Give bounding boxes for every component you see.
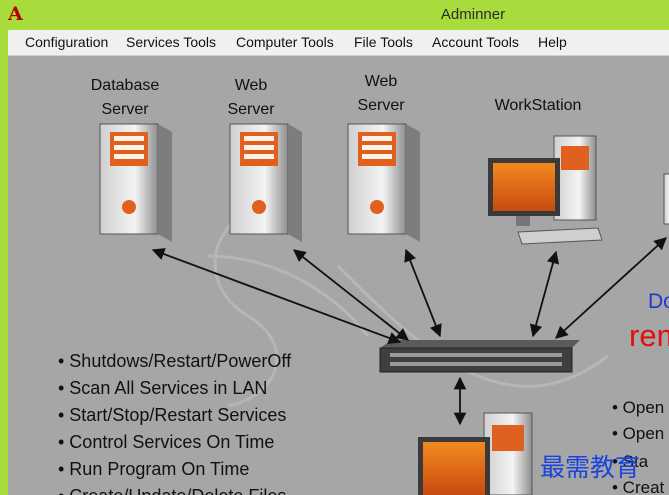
blue-heading-fragment: Do [648, 290, 669, 313]
menu-services-tools[interactable]: Services Tools [126, 34, 217, 50]
web-server-1-label: Web Server [227, 77, 275, 118]
menu-computer-tools[interactable]: Computer Tools [236, 34, 334, 50]
database-server-label: Database Server [90, 77, 160, 118]
site-watermark-text: 最需教育 [540, 453, 641, 482]
right-feature-item: • Open [612, 398, 665, 417]
window-title: Adminner [440, 6, 506, 23]
menu-bar: Configuration Services Tools Computer To… [8, 30, 669, 56]
feature-item: • Scan All Services in LAN [58, 378, 268, 398]
right-feature-item: • Sta [612, 452, 649, 471]
web-server-2-label: Web Server [357, 73, 405, 114]
menu-help[interactable]: Help [538, 34, 567, 50]
database-server-icon [99, 123, 172, 242]
menu-file-tools[interactable]: File Tools [354, 34, 413, 50]
bottom-workstation-icon [418, 412, 533, 495]
feature-item: • Start/Stop/Restart Services [58, 405, 287, 425]
right-feature-item: • Creat [612, 478, 665, 495]
workstation-icon [488, 135, 603, 245]
diagram-graphics [99, 123, 669, 495]
feature-item: • Run Program On Time [58, 459, 250, 479]
network-switch-icon [379, 340, 580, 373]
app-logo-icon[interactable]: A [8, 3, 23, 25]
connection-arrows [151, 237, 667, 426]
menu-configuration[interactable]: Configuration [25, 34, 109, 50]
web-server-2-icon [347, 123, 420, 242]
right-feature-item: • Open [612, 424, 665, 443]
network-diagram: Database Server Web Server Web Server Wo… [8, 56, 669, 495]
red-heading-fragment: rem [629, 318, 669, 353]
workstation-label: WorkStation [494, 97, 582, 114]
feature-item: • Shutdows/Restart/PowerOff [58, 351, 292, 371]
feature-item: • Create/Update/Delete Files [58, 486, 286, 495]
window-frame-left [0, 30, 8, 495]
web-server-1-icon [229, 123, 302, 242]
feature-item: • Control Services On Time [58, 432, 275, 452]
title-bar[interactable]: A Adminner [0, 0, 669, 30]
menu-account-tools[interactable]: Account Tools [432, 34, 519, 50]
partial-server-icon [663, 173, 669, 225]
